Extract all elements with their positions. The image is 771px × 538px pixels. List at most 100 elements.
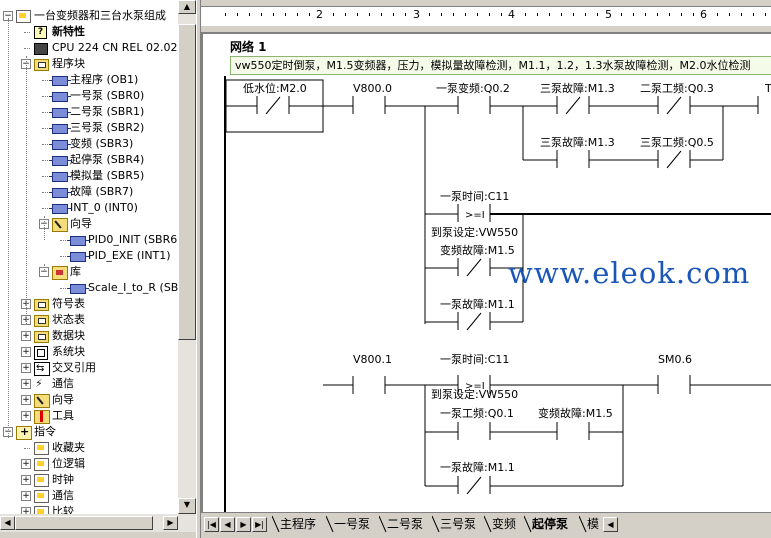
- scroll-up-arrow-icon[interactable]: ▲: [178, 0, 196, 14]
- tree-item[interactable]: +状态表: [0, 312, 196, 328]
- compare-label-pump-setting-a: 到泵设定:VW550: [431, 225, 518, 239]
- scroll-left-arrow-icon[interactable]: ◀: [0, 516, 15, 530]
- tree-item-label: 一号泵 (SBR0): [70, 89, 145, 102]
- ruler-tick: [261, 13, 262, 16]
- tree-item[interactable]: 一号泵 (SBR0): [0, 88, 196, 104]
- tree-item[interactable]: PID_EXE (INT1): [0, 248, 196, 264]
- tree-item-label: PID0_INIT (SBR6): [88, 233, 182, 246]
- ruler-tick: [309, 13, 310, 16]
- tree-item[interactable]: 主程序 (OB1): [0, 72, 196, 88]
- tree-item[interactable]: +比较: [0, 504, 196, 514]
- tree-item[interactable]: 故障 (SBR7): [0, 184, 196, 200]
- tree-item[interactable]: +符号表: [0, 296, 196, 312]
- network-comment[interactable]: vw550定时倒泵，M1.5变频器，压力，模拟量故障检测，M1.1，1.2，1.…: [230, 56, 771, 75]
- tree-item-label: 收藏夹: [52, 441, 85, 454]
- tree-item[interactable]: 三号泵 (SBR2): [0, 120, 196, 136]
- tree-item[interactable]: +系统块: [0, 344, 196, 360]
- expand-icon[interactable]: +: [21, 395, 31, 405]
- tab-next-icon[interactable]: ▶: [236, 517, 251, 532]
- tree-horizontal-scrollbar[interactable]: ◀ ▶: [0, 514, 196, 532]
- ruler-tick: [681, 13, 682, 16]
- tree-item[interactable]: 变频 (SBR3): [0, 136, 196, 152]
- ladder-diagram[interactable]: 低水位:M2.0 V800.0 一泵变频:Q0.2 三泵故障:M1.3 二泵工频…: [203, 34, 771, 512]
- tree-item[interactable]: −程序块: [0, 56, 196, 72]
- tree-item[interactable]: +时钟: [0, 472, 196, 488]
- tab-program[interactable]: 变频: [492, 517, 517, 531]
- ruler-tick: [297, 13, 298, 16]
- tree-connector: [42, 128, 48, 129]
- tree-item[interactable]: INT_0 (INT0): [0, 200, 196, 216]
- scroll-right-arrow-icon[interactable]: ▶: [163, 516, 178, 530]
- ruler-tick: [729, 13, 730, 16]
- tree-item[interactable]: −向导: [0, 216, 196, 232]
- ruler-tick: [237, 13, 238, 16]
- tree-item[interactable]: −库: [0, 264, 196, 280]
- tab-program[interactable]: 三号泵: [440, 517, 477, 531]
- tree-item[interactable]: 模拟量 (SBR5): [0, 168, 196, 184]
- tools-icon: [34, 410, 50, 424]
- ruler-tick: [405, 13, 406, 16]
- contact-label-v800-0: V800.0: [353, 82, 392, 95]
- scroll-thumb[interactable]: [178, 24, 196, 340]
- subfolder-icon: [34, 474, 49, 487]
- tree-item[interactable]: ?新特性: [0, 24, 196, 40]
- tab-program[interactable]: 主程序: [280, 517, 317, 531]
- tree-connector: [8, 18, 9, 438]
- scroll-down-arrow-icon[interactable]: ▼: [178, 498, 196, 514]
- tree-item[interactable]: +数据块: [0, 328, 196, 344]
- tree-item[interactable]: −指令: [0, 424, 196, 440]
- tab-program[interactable]: 起停泵: [532, 517, 569, 531]
- tree-connector: [60, 256, 66, 257]
- expand-icon[interactable]: +: [21, 363, 31, 373]
- tab-last-icon[interactable]: ▶|: [252, 517, 267, 532]
- tree-item-label: 工具: [52, 409, 74, 422]
- tree-item[interactable]: CPU 224 CN REL 02.02: [0, 40, 196, 56]
- tab-scroll-left-icon[interactable]: ◀: [603, 517, 618, 532]
- program-icon: [67, 252, 89, 262]
- expand-icon[interactable]: +: [21, 411, 31, 421]
- tree-item[interactable]: PID0_INIT (SBR6): [0, 232, 196, 248]
- tree-item[interactable]: + 向导: [0, 392, 196, 408]
- tree-item[interactable]: −一台变频器和三台水泵组成: [0, 8, 196, 24]
- tree-vertical-scrollbar[interactable]: ▲ ▼: [178, 0, 196, 514]
- tree-item[interactable]: +通信: [0, 488, 196, 504]
- tab-prev-icon[interactable]: ◀: [220, 517, 235, 532]
- ladder-editor[interactable]: 网络 1 vw550定时倒泵，M1.5变频器，压力，模拟量故障检测，M1.1，1…: [201, 32, 771, 512]
- expand-icon[interactable]: +: [21, 475, 31, 485]
- panel-splitter[interactable]: [196, 0, 201, 538]
- folder-icon: [34, 331, 49, 343]
- ruler-tick: [465, 13, 466, 16]
- ruler-number: 6: [700, 8, 707, 21]
- expand-icon[interactable]: +: [21, 331, 31, 341]
- tab-separator: [431, 515, 440, 533]
- tree-item[interactable]: +通信: [0, 376, 196, 392]
- tab-program[interactable]: 模: [587, 517, 600, 531]
- tab-first-icon[interactable]: |◀: [204, 517, 219, 532]
- tree-connector: [42, 144, 48, 145]
- scroll-thumb[interactable]: [15, 516, 153, 530]
- tab-program[interactable]: 二号泵: [387, 517, 424, 531]
- tree-item[interactable]: +交叉引用: [0, 360, 196, 377]
- expand-icon[interactable]: +: [21, 347, 31, 357]
- tree-item[interactable]: +位逻辑: [0, 456, 196, 472]
- tree-connector: [60, 288, 66, 289]
- tree-item-label: 向导: [52, 393, 74, 406]
- contact-label-pump3-power: 三泵工频:Q0.5: [640, 135, 714, 149]
- expand-icon[interactable]: +: [21, 491, 31, 501]
- tree-item[interactable]: + 工具: [0, 408, 196, 424]
- tree-item[interactable]: 二号泵 (SBR1): [0, 104, 196, 120]
- tree-item-label: 库: [70, 265, 81, 278]
- tree-item[interactable]: 收藏夹: [0, 440, 196, 456]
- tree-item[interactable]: 起停泵 (SBR4): [0, 152, 196, 168]
- ruler-tick: [693, 13, 694, 16]
- expand-icon[interactable]: +: [21, 507, 31, 514]
- program-icon: [67, 284, 89, 294]
- instructions-icon: [16, 424, 32, 440]
- expand-icon[interactable]: +: [21, 459, 31, 469]
- tab-program[interactable]: 一号泵: [334, 517, 371, 531]
- tree-connector: [44, 216, 45, 240]
- tree-item[interactable]: Scale_I_to_R (SBR: [0, 280, 196, 296]
- expand-icon[interactable]: +: [21, 379, 31, 389]
- contact-label-low-water: 低水位:M2.0: [243, 81, 307, 95]
